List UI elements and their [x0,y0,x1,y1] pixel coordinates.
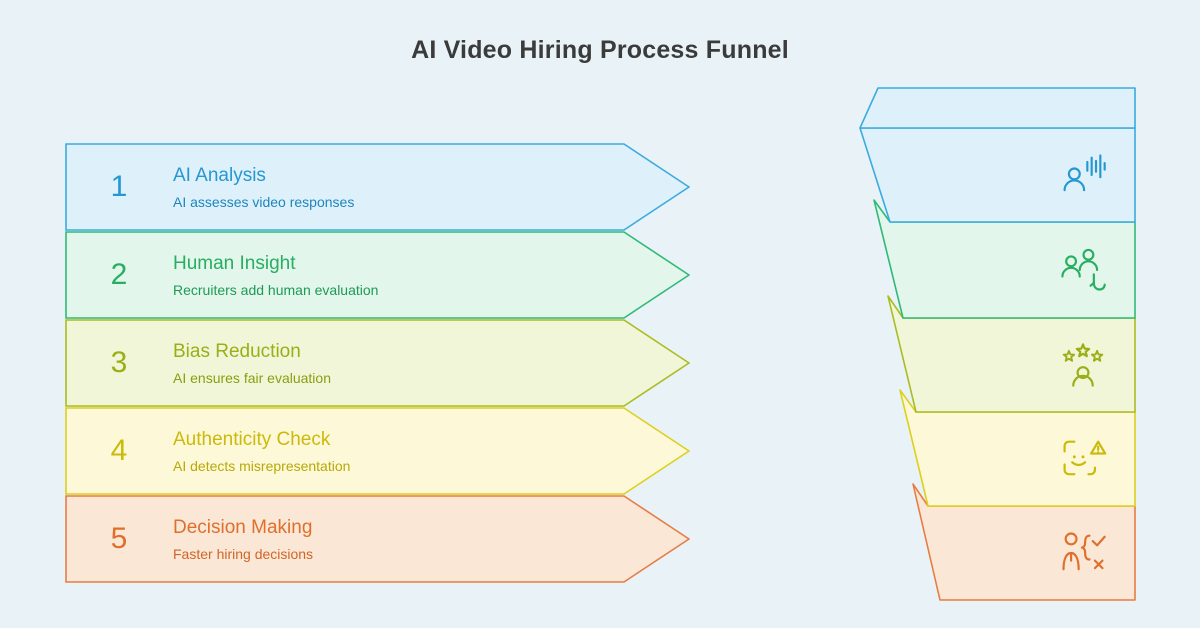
step-row-authenticity-check: 4 Authenticity Check AI detects misrepre… [65,407,690,495]
step-text: Decision Making Faster hiring decisions [173,517,313,562]
step-subtitle: AI assesses video responses [173,193,355,210]
candidate-decision-icon [1057,527,1109,579]
page-title: AI Video Hiring Process Funnel [411,36,789,64]
rating-stars-icon [1057,339,1109,391]
step-number: 4 [110,434,128,467]
step-row-decision-making: 5 Decision Making Faster hiring decision… [65,495,690,583]
step-text: AI Analysis AI assesses video responses [173,165,354,210]
step-subtitle: Recruiters add human evaluation [173,281,379,298]
face-scan-warning-icon [1057,433,1109,485]
step-text: Bias Reduction AI ensures fair evaluatio… [173,341,331,386]
ribbon-funnel [855,85,1145,605]
step-subtitle: AI ensures fair evaluation [173,369,331,386]
voice-analysis-icon [1057,149,1109,201]
step-text: Human Insight Recruiters add human evalu… [173,253,378,298]
arrow-banner-shape [65,319,690,407]
step-subtitle: Faster hiring decisions [173,545,314,562]
step-row-human-insight: 2 Human Insight Recruiters add human eva… [65,231,690,319]
step-number: 5 [110,522,128,555]
step-content: 1 AI Analysis AI assesses video response… [65,143,690,231]
human-evaluation-icon [1057,244,1109,296]
step-content: 5 Decision Making Faster hiring decision… [65,495,690,583]
step-number: 1 [110,170,128,203]
step-title: Decision Making [173,516,313,538]
arrow-banner-shape [65,231,690,319]
step-row-bias-reduction: 3 Bias Reduction AI ensures fair evaluat… [65,319,690,407]
step-content: 3 Bias Reduction AI ensures fair evaluat… [65,319,690,407]
step-number: 3 [110,346,128,379]
process-steps-list: 1 AI Analysis AI assesses video response… [65,143,690,583]
step-title: AI Analysis [173,164,266,186]
step-title: Human Insight [173,252,296,274]
step-subtitle: AI detects misrepresentation [173,457,351,474]
arrow-banner-shape [65,407,690,495]
step-number: 2 [110,258,128,291]
step-text: Authenticity Check AI detects misreprese… [173,429,350,474]
step-content: 4 Authenticity Check AI detects misrepre… [65,407,690,495]
step-title: Authenticity Check [173,428,331,450]
step-row-ai-analysis: 1 AI Analysis AI assesses video response… [65,143,690,231]
step-content: 2 Human Insight Recruiters add human eva… [65,231,690,319]
arrow-banner-shape [65,495,690,583]
arrow-banner-shape [65,143,690,231]
step-title: Bias Reduction [173,340,301,362]
